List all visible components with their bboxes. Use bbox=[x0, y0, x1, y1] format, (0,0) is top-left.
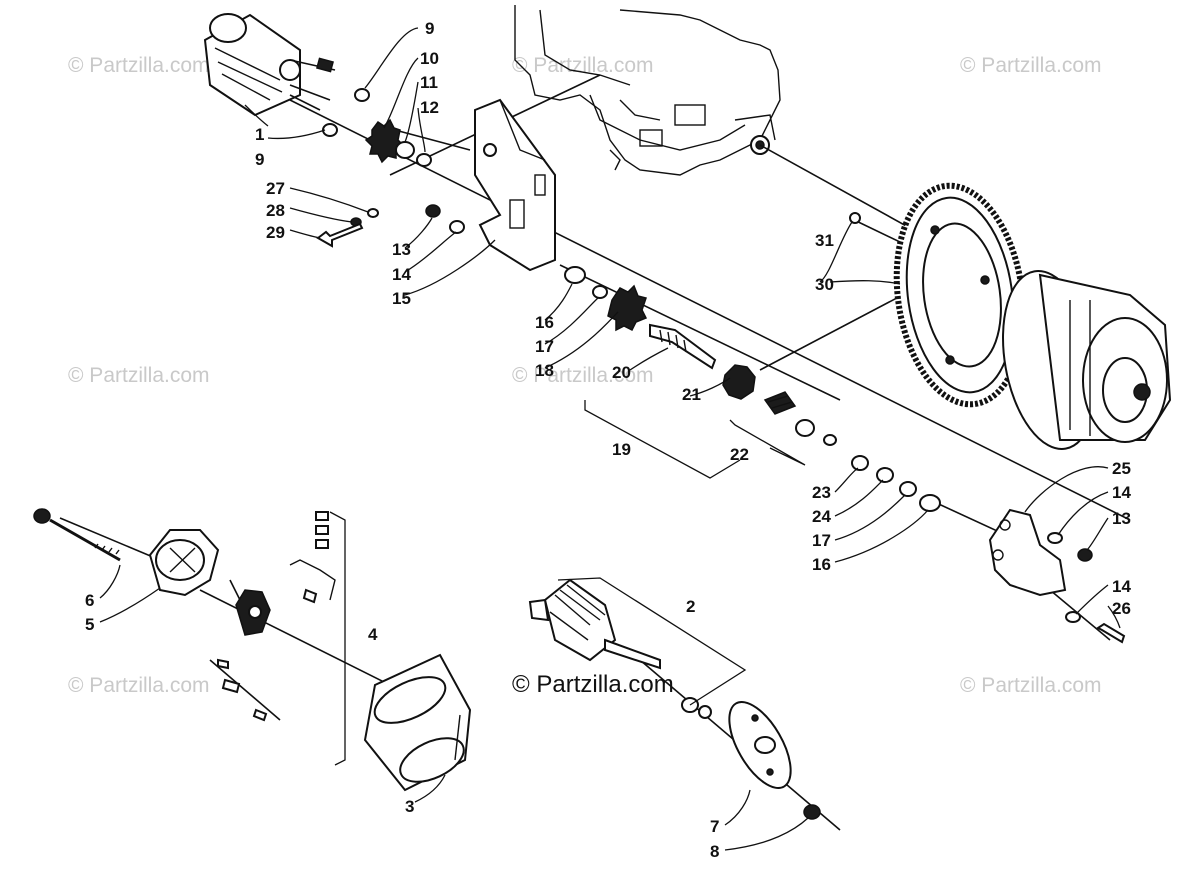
washer-11 bbox=[395, 141, 415, 159]
motor-yoke bbox=[363, 653, 472, 792]
callout-9-upper: 9 bbox=[425, 19, 434, 38]
callout-30: 30 bbox=[815, 275, 834, 294]
brush-holder bbox=[217, 511, 346, 766]
washer-2b bbox=[698, 705, 712, 719]
callout-15: 15 bbox=[392, 289, 411, 308]
leader-lines bbox=[99, 27, 1121, 851]
collar-22 bbox=[795, 419, 815, 437]
callout-26: 26 bbox=[1112, 599, 1131, 618]
watermark-8: © Partzilla.com bbox=[960, 674, 1102, 697]
callout-labels: 1 9 9 10 11 12 27 28 29 13 14 15 16 17 1… bbox=[85, 19, 1131, 861]
callout-16-left: 16 bbox=[535, 313, 554, 332]
bolt-29 bbox=[316, 222, 364, 248]
nut-9-top bbox=[354, 88, 370, 102]
dowel-31 bbox=[849, 212, 861, 224]
shaft-20 bbox=[649, 323, 717, 370]
callout-13-left: 13 bbox=[392, 240, 411, 259]
washer-14-top bbox=[449, 220, 465, 234]
nut-13-right bbox=[1077, 548, 1093, 562]
callout-28: 28 bbox=[266, 201, 285, 220]
callout-10: 10 bbox=[420, 49, 439, 68]
clip-22 bbox=[823, 434, 837, 446]
callout-14-right: 14 bbox=[1112, 483, 1131, 502]
watermark-1: © Partzilla.com bbox=[68, 54, 210, 77]
nut-13-top bbox=[425, 204, 441, 218]
washer-23 bbox=[851, 455, 869, 471]
callout-16-right: 16 bbox=[812, 555, 831, 574]
callout-23: 23 bbox=[812, 483, 831, 502]
washer-14-right bbox=[1047, 532, 1063, 544]
armature bbox=[528, 577, 747, 719]
copyright-text: © Partzilla.com bbox=[512, 671, 674, 698]
callout-12: 12 bbox=[420, 98, 439, 117]
watermark-7: © Partzilla.com bbox=[68, 674, 210, 697]
small-parts-top bbox=[316, 88, 432, 248]
washer-17 bbox=[592, 285, 608, 299]
ring-gear bbox=[849, 182, 1027, 408]
washer-17-bottom bbox=[899, 481, 917, 497]
watermark-4: © Partzilla.com bbox=[68, 364, 210, 387]
washer-27 bbox=[367, 208, 379, 218]
callout-1: 1 bbox=[255, 125, 264, 144]
callout-25: 25 bbox=[1112, 459, 1131, 478]
end-plate bbox=[728, 701, 821, 820]
nut-8 bbox=[803, 804, 821, 820]
callout-7: 7 bbox=[710, 817, 719, 836]
pinion-21 bbox=[722, 364, 756, 400]
nut-9-bottom bbox=[322, 123, 338, 137]
mounting-bracket bbox=[425, 98, 556, 272]
callout-29: 29 bbox=[266, 223, 285, 242]
callout-31: 31 bbox=[815, 231, 834, 250]
bolt-head-6 bbox=[33, 508, 51, 524]
watermark-3: © Partzilla.com bbox=[512, 54, 654, 77]
clutch-drum bbox=[1002, 270, 1172, 450]
callout-11: 11 bbox=[420, 73, 438, 92]
callout-4: 4 bbox=[368, 625, 378, 644]
gear-18 bbox=[607, 284, 648, 332]
bushing-16 bbox=[564, 266, 586, 284]
callout-13-right: 13 bbox=[1112, 509, 1131, 528]
end-cover-assembly bbox=[33, 508, 220, 597]
washer-14-bottom bbox=[1065, 611, 1081, 623]
callout-9-lower: 9 bbox=[255, 150, 264, 169]
callout-18: 18 bbox=[535, 361, 554, 380]
callout-17-left: 17 bbox=[535, 337, 554, 356]
callout-17-right: 17 bbox=[812, 531, 831, 550]
callout-5: 5 bbox=[85, 615, 94, 634]
callout-6: 6 bbox=[85, 591, 94, 610]
drive-shaft-assembly bbox=[564, 266, 941, 512]
callout-27: 27 bbox=[266, 179, 285, 198]
callout-20: 20 bbox=[612, 363, 631, 382]
end-bracket bbox=[988, 508, 1126, 644]
washer-24 bbox=[876, 467, 894, 483]
bolt-26 bbox=[1096, 622, 1126, 644]
callout-21: 21 bbox=[682, 385, 701, 404]
callout-14-left: 14 bbox=[392, 265, 411, 284]
bushing-16-bottom bbox=[919, 494, 941, 512]
clip-12 bbox=[416, 153, 432, 167]
callout-2: 2 bbox=[686, 597, 695, 616]
callout-22: 22 bbox=[730, 445, 749, 464]
callout-19: 19 bbox=[612, 440, 631, 459]
watermark-2: © Partzilla.com bbox=[960, 54, 1102, 77]
sprocket-10 bbox=[364, 118, 406, 164]
engine-block bbox=[514, 5, 781, 176]
watermark-5: © Partzilla.com bbox=[512, 364, 654, 387]
callout-24: 24 bbox=[812, 507, 831, 526]
callout-8: 8 bbox=[710, 842, 719, 861]
callout-3: 3 bbox=[405, 797, 414, 816]
starter-motor bbox=[203, 13, 336, 117]
callout-14-bottom: 14 bbox=[1112, 577, 1131, 596]
